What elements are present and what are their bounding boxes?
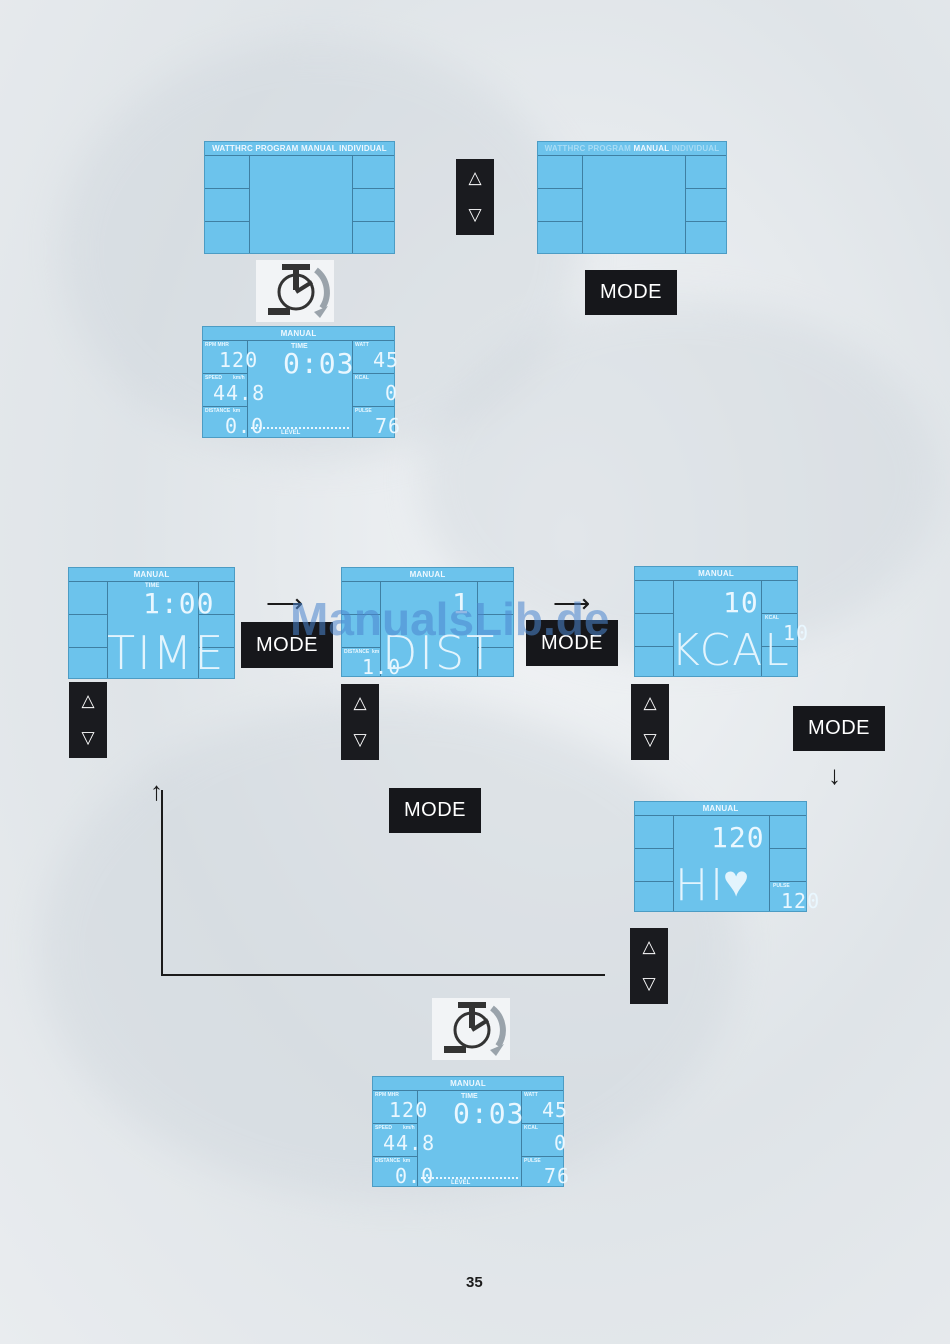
rpm-value: 120	[389, 1098, 429, 1122]
pulse-value: 76	[375, 414, 402, 438]
kcal-value: 0	[385, 381, 399, 405]
pulse-label: PULSE	[355, 408, 372, 414]
distance-set-value: 1	[452, 587, 470, 620]
lcd-header: MANUAL	[133, 570, 170, 579]
mode-button-time-to-dist[interactable]: MODE	[241, 622, 333, 668]
time-value: 0:03	[283, 347, 355, 380]
time-label: TIME	[461, 1093, 478, 1100]
level-bar	[421, 1175, 518, 1179]
kmh-label: km/h	[233, 375, 245, 381]
up-down-buttons-kcal[interactable]: △ ▽	[631, 684, 669, 760]
up-arrow-icon[interactable]: △	[353, 693, 367, 712]
lcd-header: MANUAL	[280, 329, 317, 338]
down-arrow-icon[interactable]: ▽	[353, 730, 367, 749]
rpm-label: RPM MHR	[205, 342, 229, 348]
distance-value: 0.0	[225, 414, 265, 438]
up-arrow-icon: ↑	[150, 776, 163, 806]
watermark: ManualsLib.de	[290, 593, 610, 645]
speed-value: 44.8	[383, 1131, 436, 1155]
distance-label: DISTANCE	[375, 1158, 401, 1164]
lcd-header: MANUAL	[450, 1079, 486, 1088]
kcal-word: KCAL	[671, 625, 791, 676]
rpm-label: RPM MHR	[375, 1092, 399, 1098]
up-arrow-icon[interactable]: △	[468, 168, 482, 187]
speed-label: SPEED	[375, 1125, 392, 1131]
km-label: km	[403, 1158, 411, 1164]
level-label: LEVEL	[281, 430, 301, 436]
watt-label: WATT	[524, 1092, 538, 1098]
return-line-vertical	[161, 790, 163, 976]
kcal-label: KCAL	[355, 375, 369, 381]
time-set-value: 1:00	[143, 587, 215, 620]
kcal-set-value: 10	[723, 586, 759, 619]
heart-rate-set-value: 120	[711, 821, 765, 854]
down-arrow-icon[interactable]: ▽	[81, 728, 95, 747]
lcd-set-kcal: MANUAL 10 KCAL 10 KCAL	[634, 566, 808, 677]
lcd-set-heart-rate: MANUAL 120 HI ♥ PULSE 120	[634, 801, 819, 913]
right-arrow-icon: ⟶	[553, 588, 591, 618]
km-label: km	[233, 408, 241, 414]
mode-button-confirm[interactable]: MODE	[389, 788, 481, 833]
pulse-value: 76	[544, 1164, 571, 1188]
pulse-small-value: 120	[781, 889, 821, 913]
return-line-horizontal	[161, 974, 605, 976]
km-label: km	[372, 649, 380, 655]
lcd-header: MANUAL	[409, 570, 446, 579]
up-arrow-icon[interactable]: △	[81, 691, 95, 710]
distance-value: 0.0	[395, 1164, 435, 1188]
time-label: TIME	[291, 343, 308, 350]
time-value: 0:03	[453, 1097, 525, 1130]
distance-label: DISTANCE	[205, 408, 231, 414]
time-label: TIME	[145, 583, 160, 589]
kcal-value: 0	[554, 1131, 568, 1155]
lcd-running-display-top: MANUAL RPM MHR 120 TIME 0:03 WATT 45 SPE…	[202, 326, 400, 438]
lcd-program-select-left: WATTHRC PROGRAM MANUAL INDIVIDUAL	[204, 141, 395, 254]
up-down-buttons-hi[interactable]: △ ▽	[630, 928, 668, 1004]
pedal-icon	[256, 260, 334, 322]
lcd-header: MANUAL	[698, 569, 734, 578]
down-arrow-icon[interactable]: ▽	[643, 730, 657, 749]
page-number: 35	[466, 1274, 483, 1291]
mode-button[interactable]: MODE	[585, 270, 677, 315]
mode-button-kcal-to-hi[interactable]: MODE	[793, 706, 885, 751]
pedal-icon	[432, 998, 510, 1060]
lcd-set-distance: MANUAL 1 DISTANCE km 1.0 DIST	[341, 567, 514, 680]
speed-value: 44.8	[213, 381, 266, 405]
pulse-label: PULSE	[524, 1158, 541, 1164]
distance-label: DISTANCE	[344, 649, 370, 655]
lcd-header: MANUAL	[702, 804, 739, 813]
lcd-header: WATTHRC PROGRAM MANUAL INDIVIDUAL	[544, 144, 720, 153]
down-arrow-icon[interactable]: ▽	[468, 205, 482, 224]
rpm-value: 120	[219, 348, 259, 372]
lcd-program-select-right: WATTHRC PROGRAM MANUAL INDIVIDUAL	[537, 141, 727, 254]
lcd-set-time: MANUAL TIME 1:00 TIME	[68, 567, 235, 680]
distance-small-value: 1.0	[362, 655, 402, 679]
kcal-small-value: 10	[783, 621, 810, 645]
up-arrow-icon[interactable]: △	[643, 693, 657, 712]
pulse-label: PULSE	[773, 883, 790, 889]
lcd-header: WATTHRC PROGRAM MANUAL INDIVIDUAL	[212, 144, 387, 153]
up-arrow-icon[interactable]: △	[642, 937, 656, 956]
level-bar	[251, 425, 349, 429]
watt-value: 45	[542, 1098, 569, 1122]
down-arrow-icon[interactable]: ▽	[642, 974, 656, 993]
up-down-buttons[interactable]: △ ▽	[456, 159, 494, 235]
watt-label: WATT	[355, 342, 369, 348]
heart-icon: ♥	[723, 856, 752, 907]
time-word: TIME	[107, 626, 226, 680]
right-arrow-icon: ⟶	[266, 588, 304, 618]
distance-word: DIST	[382, 626, 497, 680]
kcal-label: KCAL	[765, 615, 779, 621]
kmh-label: km/h	[403, 1125, 415, 1131]
hi-word: HI	[675, 860, 726, 911]
lcd-running-display-bottom: MANUAL RPM MHR 120 TIME 0:03 WATT 45 SPE…	[372, 1076, 569, 1188]
kcal-label: KCAL	[524, 1125, 538, 1131]
mode-button-dist-to-kcal[interactable]: MODE	[526, 620, 618, 666]
up-down-buttons-time[interactable]: △ ▽	[69, 682, 107, 758]
level-label: LEVEL	[451, 1180, 471, 1186]
watt-value: 45	[373, 348, 400, 372]
down-arrow-icon: ↓	[828, 760, 841, 790]
speed-label: SPEED	[205, 375, 222, 381]
up-down-buttons-dist[interactable]: △ ▽	[341, 684, 379, 760]
